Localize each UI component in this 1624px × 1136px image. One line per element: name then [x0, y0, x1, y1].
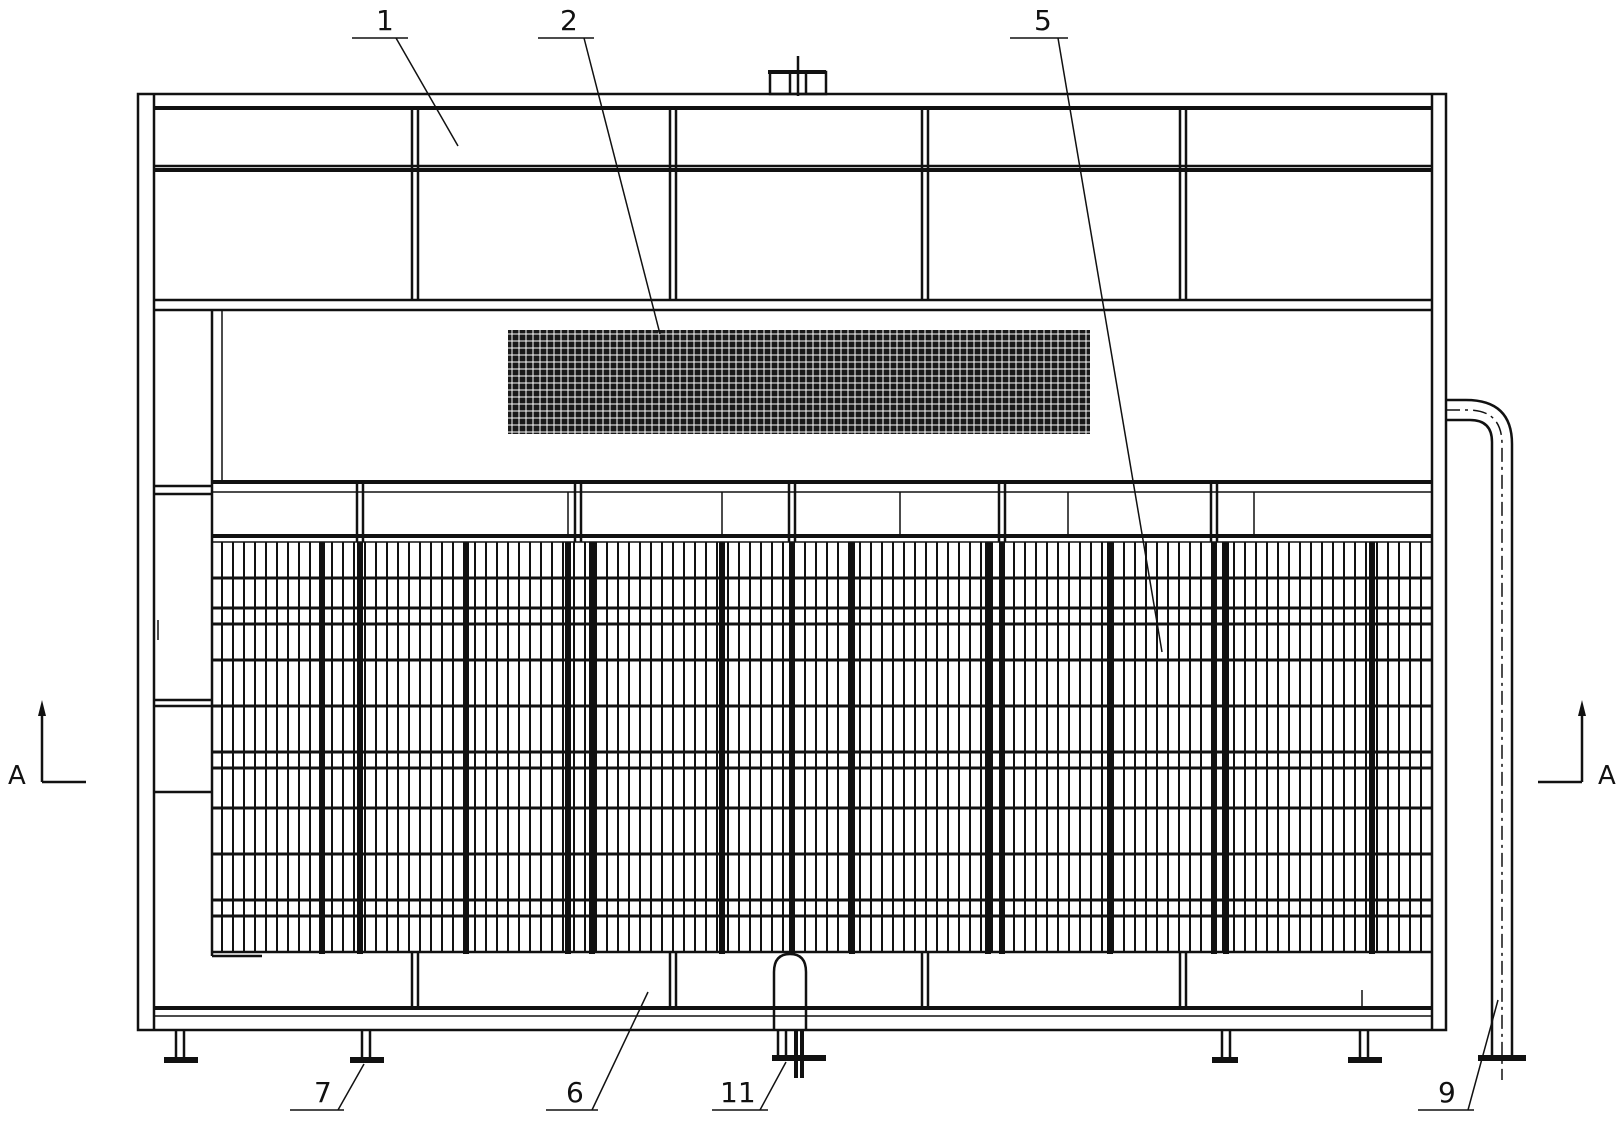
fill-post — [985, 542, 991, 954]
fill-post — [999, 542, 1005, 954]
fill-post — [1223, 542, 1229, 954]
fill-post — [589, 542, 595, 954]
foot-1 — [164, 1030, 198, 1063]
eliminator-mesh — [508, 330, 1090, 434]
section-label-right: A — [1598, 761, 1616, 791]
fill-post — [357, 542, 363, 954]
callout-label-9: 9 — [1438, 1076, 1456, 1109]
section-marker-left: A — [8, 700, 86, 791]
distribution-chamber — [210, 310, 1432, 956]
return-pipe — [1446, 398, 1526, 1080]
section-label-left: A — [8, 761, 26, 791]
foot-3 — [776, 1030, 788, 1058]
callout-label-11: 11 — [720, 1076, 756, 1109]
callout-7: 7 — [290, 1063, 365, 1111]
fill-post — [1369, 542, 1375, 954]
basin-drain — [772, 952, 826, 1078]
callout-2: 2 — [538, 4, 661, 335]
top-nozzle — [768, 56, 828, 96]
callout-11: 11 — [712, 1061, 787, 1111]
header-post — [997, 482, 1007, 542]
callout-6: 6 — [546, 991, 649, 1111]
callout-label-2: 2 — [560, 4, 578, 37]
left-side-panels — [154, 484, 212, 794]
callout-1: 1 — [352, 4, 459, 147]
header-post — [355, 482, 365, 542]
foot-5 — [1348, 1030, 1382, 1063]
callout-label-1: 1 — [376, 4, 394, 37]
fill-post — [719, 542, 725, 954]
callout-label-7: 7 — [314, 1076, 332, 1109]
fill-post — [1211, 542, 1217, 954]
fill-post — [565, 542, 571, 954]
fill-post — [319, 542, 325, 954]
foot-4 — [1212, 1030, 1238, 1063]
bottom-basin — [154, 952, 1432, 1017]
callout-label-6: 6 — [566, 1076, 584, 1109]
header-post — [573, 482, 583, 542]
support-feet — [164, 1030, 1382, 1063]
section-marker-right: A — [1538, 700, 1616, 791]
callout-5: 5 — [1010, 4, 1163, 653]
fill-post — [789, 542, 795, 954]
fill-post — [849, 542, 855, 954]
fill-pack — [212, 482, 1432, 954]
callout-label-5: 5 — [1034, 4, 1052, 37]
header-post — [787, 482, 797, 542]
callout-9: 9 — [1418, 999, 1499, 1111]
upper-frame — [410, 108, 1188, 300]
foot-2 — [350, 1030, 384, 1063]
header-post — [1209, 482, 1219, 542]
fill-post — [1107, 542, 1113, 954]
fill-post — [463, 542, 469, 954]
outer-casing — [136, 92, 1448, 1032]
